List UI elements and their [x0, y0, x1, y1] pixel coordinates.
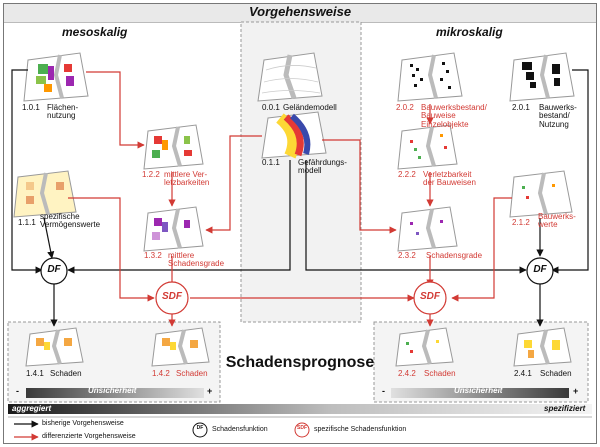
- black-arrows: [11, 69, 589, 327]
- legend-black-line-text: bisherige Vorgehensweise: [42, 420, 124, 427]
- node-id-0-0-1: 0.0.1: [262, 103, 280, 112]
- sdf-circle-left: [155, 281, 189, 315]
- bar-label-aggregiert: aggregiert: [12, 404, 52, 413]
- legend-sdf-text: spezifische Schadensfunktion: [314, 426, 407, 433]
- node-label-1-3-2: mittlere Schadensgrade: [168, 251, 225, 269]
- node-id-2-3-2: 2.3.2: [398, 251, 416, 260]
- heading-mikroskalig: mikroskalig: [436, 25, 503, 39]
- node-id-2-1-2: 2.1.2: [512, 218, 530, 227]
- node-id-2-0-2: 2.0.2: [396, 103, 414, 112]
- sdf-circle-right: [413, 281, 447, 315]
- map-tile-1-4-2: [151, 327, 210, 367]
- node-id-1-0-1: 1.0.1: [22, 103, 40, 112]
- df-label-right: DF: [533, 264, 547, 275]
- node-label-2-3-2: Schadensgrade: [426, 251, 483, 260]
- uncertainty-label-left: Unsicherheit: [88, 386, 137, 395]
- node-label-2-4-1: Schaden: [540, 369, 572, 378]
- node-label-0-0-1: Geländemodell: [283, 103, 337, 112]
- legend-df-circle: [192, 422, 208, 438]
- map-tile-1-3-2: [143, 206, 204, 252]
- map-tile-1-2-2: [143, 124, 204, 170]
- node-label-2-0-2: Bauwerksbestand/ Bauweise Einzelobjekte: [421, 103, 487, 129]
- map-tile-0-1-1: [261, 111, 327, 159]
- node-id-2-4-1: 2.4.1: [514, 369, 532, 378]
- uncertainty-minus-left: -: [16, 386, 19, 396]
- map-tile-2-1-2: [509, 170, 573, 218]
- sdf-label-right: SDF: [420, 291, 440, 302]
- aggregation-bar: [8, 404, 592, 414]
- df-circle-right: [526, 257, 554, 285]
- node-id-2-4-2: 2.4.2: [398, 369, 416, 378]
- uncertainty-bar-right: [391, 388, 569, 398]
- uncertainty-label-right: Unsicherheit: [454, 386, 503, 395]
- sdf-label-left: SDF: [162, 291, 182, 302]
- node-label-2-0-1: Bauwerks- bestand/ Nutzung: [539, 103, 577, 129]
- heading-mesoskalig: mesoskalig: [62, 25, 128, 39]
- node-label-1-4-2: Schaden: [176, 369, 208, 378]
- map-tile-1-4-1: [25, 327, 84, 367]
- node-id-1-2-2: 1.2.2: [142, 170, 160, 179]
- map-tile-2-4-1: [513, 327, 572, 367]
- uncertainty-bar-left: [26, 388, 204, 398]
- node-id-1-4-1: 1.4.1: [26, 369, 44, 378]
- map-tile-2-0-1: [509, 52, 575, 102]
- df-label-left: DF: [47, 264, 61, 275]
- legend-red-line-text: differenzierte Vorgehensweise: [42, 433, 136, 440]
- node-id-1-4-2: 1.4.2: [152, 369, 170, 378]
- node-label-2-4-2: Schaden: [424, 369, 456, 378]
- diagram-title: Vorgehensweise: [248, 4, 352, 19]
- map-tile-2-4-2: [395, 327, 454, 367]
- node-id-1-1-1: 1.1.1: [18, 218, 36, 227]
- legend-sdf-circle: [294, 422, 310, 438]
- map-tile-1-0-1: [23, 52, 89, 102]
- map-tile-2-2-2: [397, 124, 458, 170]
- map-tile-2-0-2: [397, 52, 463, 102]
- df-circle-left: [40, 257, 68, 285]
- node-id-2-0-1: 2.0.1: [512, 103, 530, 112]
- map-tile-2-3-2: [397, 206, 458, 252]
- bar-label-spezifiziert: spezifiziert: [544, 404, 586, 413]
- schadensprognose-label: Schadensprognose: [225, 354, 375, 371]
- node-id-0-1-1: 0.1.1: [262, 158, 280, 167]
- node-label-1-4-1: Schaden: [50, 369, 82, 378]
- node-id-1-3-2: 1.3.2: [144, 251, 162, 260]
- node-label-1-0-1: Flächen- nutzung: [47, 103, 79, 121]
- map-tile-1-1-1: [13, 170, 77, 218]
- node-label-2-1-2: Bauwerks- werte: [538, 212, 576, 230]
- legend-df-glyph-text: DF: [196, 425, 204, 431]
- node-id-2-2-2: 2.2.2: [398, 170, 416, 179]
- uncertainty-plus-right: +: [573, 386, 579, 396]
- uncertainty-minus-right: -: [382, 386, 385, 396]
- node-label-1-2-2: mittlere Ver- letzbarkeiten: [164, 170, 210, 188]
- node-label-2-2-2: Verletzbarkeit der Bauweisen: [423, 170, 476, 188]
- node-label-1-1-1: spezifische Vermögenswerte: [40, 212, 101, 230]
- legend-sdf-glyph-text: SDF: [297, 425, 307, 431]
- legend-df-text: Schadensfunktion: [212, 426, 268, 433]
- node-label-0-1-1: Gefährdungs- modell: [298, 158, 347, 176]
- uncertainty-plus-left: +: [207, 386, 213, 396]
- map-tile-0-0-1: [257, 52, 323, 102]
